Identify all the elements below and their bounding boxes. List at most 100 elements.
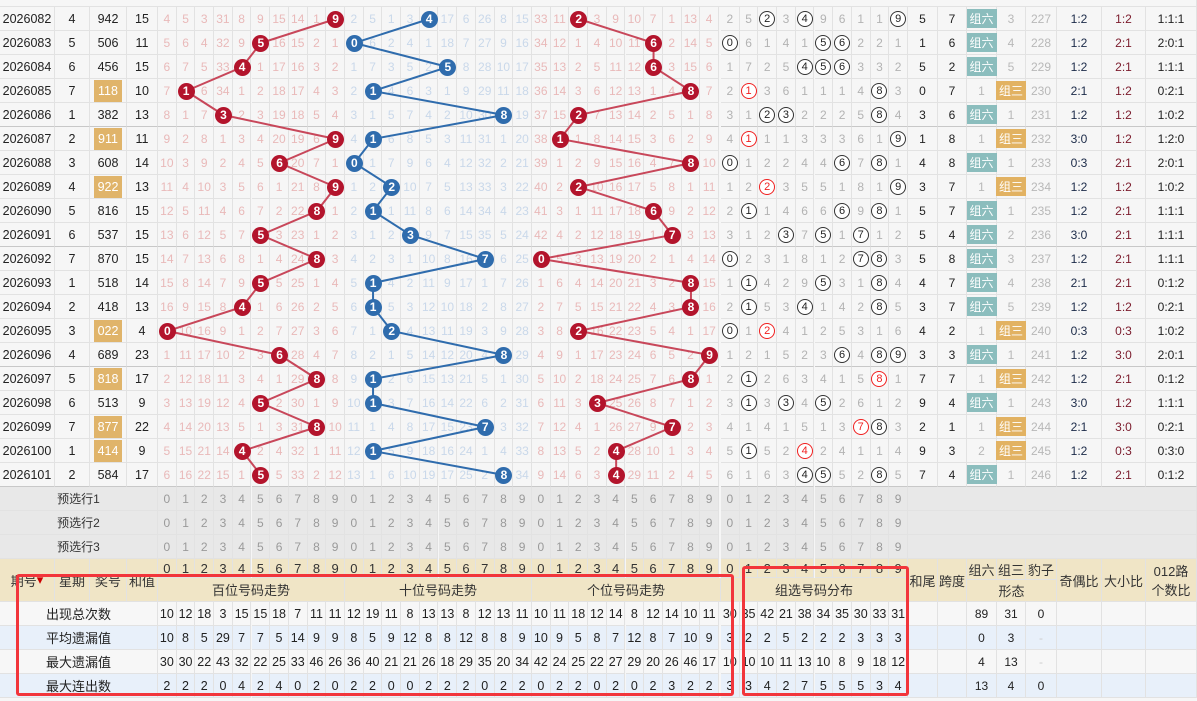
preselect-digit[interactable]: 8 <box>870 511 890 535</box>
preselect-digit[interactable]: 9 <box>889 511 908 535</box>
row-issue[interactable]: 2026084 <box>0 55 55 79</box>
row-issue[interactable]: 2026086 <box>0 103 55 127</box>
preselect-digit[interactable]: 0 <box>721 511 740 535</box>
preselect-digit[interactable]: 6 <box>457 511 476 535</box>
preselect-digit[interactable]: 3 <box>777 511 796 535</box>
preselect-digit[interactable]: 0 <box>532 535 551 559</box>
row-issue[interactable]: 2026096 <box>0 343 55 367</box>
preselect-digit[interactable]: 3 <box>214 487 233 511</box>
preselect-digit[interactable]: 9 <box>326 535 345 559</box>
preselect-digit[interactable]: 8 <box>870 487 890 511</box>
preselect-digit[interactable]: 1 <box>739 511 759 535</box>
preselect-digit[interactable]: 2 <box>382 535 402 559</box>
preselect-digit[interactable]: 5 <box>251 487 271 511</box>
preselect-digit[interactable]: 3 <box>588 511 607 535</box>
preselect-digit[interactable]: 7 <box>475 487 495 511</box>
preselect-digit[interactable]: 1 <box>739 487 759 511</box>
preselect-digit[interactable]: 9 <box>326 511 345 535</box>
preselect-digit[interactable]: 3 <box>401 511 420 535</box>
row-issue[interactable]: 2026095 <box>0 319 55 343</box>
preselect-digit[interactable]: 5 <box>251 511 271 535</box>
preselect-digit[interactable]: 0 <box>345 487 364 511</box>
preselect-digit[interactable]: 1 <box>550 487 570 511</box>
row-issue[interactable]: 2026093 <box>0 271 55 295</box>
preselect-digit[interactable]: 3 <box>588 535 607 559</box>
preselect-digit[interactable]: 8 <box>307 487 327 511</box>
preselect-digit[interactable]: 2 <box>195 535 215 559</box>
preselect-digit[interactable]: 8 <box>307 511 327 535</box>
preselect-digit[interactable]: 5 <box>438 487 458 511</box>
preselect-digit[interactable]: 2 <box>758 535 778 559</box>
preselect-digit[interactable]: 5 <box>625 511 645 535</box>
preselect-digit[interactable]: 9 <box>700 535 719 559</box>
preselect-digit[interactable]: 3 <box>214 535 233 559</box>
preselect-digit[interactable]: 8 <box>494 511 514 535</box>
preselect-digit[interactable]: 8 <box>494 535 514 559</box>
preselect-digit[interactable]: 6 <box>833 511 852 535</box>
preselect-digit[interactable]: 0 <box>345 535 364 559</box>
preselect-digit[interactable]: 2 <box>195 487 215 511</box>
preselect-digit[interactable]: 1 <box>550 535 570 559</box>
preselect-digit[interactable]: 9 <box>513 535 532 559</box>
preselect-digit[interactable]: 3 <box>588 487 607 511</box>
preselect-digit[interactable]: 6 <box>270 487 289 511</box>
preselect-digit[interactable]: 8 <box>870 535 890 559</box>
preselect-digit[interactable]: 3 <box>401 487 420 511</box>
preselect-digit[interactable]: 6 <box>457 487 476 511</box>
preselect-digit[interactable]: 7 <box>851 487 871 511</box>
preselect-digit[interactable]: 9 <box>700 511 719 535</box>
preselect-digit[interactable]: 3 <box>401 535 420 559</box>
preselect-digit[interactable]: 5 <box>625 535 645 559</box>
preselect-digit[interactable]: 2 <box>758 511 778 535</box>
header-issue[interactable]: 期号▾ <box>0 559 55 602</box>
row-issue[interactable]: 2026098 <box>0 391 55 415</box>
preselect-digit[interactable]: 4 <box>795 511 815 535</box>
preselect-digit[interactable]: 7 <box>288 487 308 511</box>
preselect-digit[interactable]: 6 <box>833 535 852 559</box>
preselect-digit[interactable]: 4 <box>606 487 626 511</box>
preselect-digit[interactable]: 9 <box>326 487 345 511</box>
row-issue[interactable]: 2026090 <box>0 199 55 223</box>
preselect-digit[interactable]: 4 <box>419 535 439 559</box>
preselect-digit[interactable]: 7 <box>475 535 495 559</box>
row-issue[interactable]: 2026082 <box>0 7 55 31</box>
preselect-digit[interactable]: 0 <box>721 535 740 559</box>
row-issue[interactable]: 2026100 <box>0 439 55 463</box>
row-issue[interactable]: 2026094 <box>0 295 55 319</box>
row-issue[interactable]: 2026088 <box>0 151 55 175</box>
preselect-digit[interactable]: 8 <box>681 535 701 559</box>
preselect-digit[interactable]: 5 <box>814 487 834 511</box>
preselect-digit[interactable]: 0 <box>721 487 740 511</box>
preselect-digit[interactable]: 1 <box>176 535 196 559</box>
preselect-digit[interactable]: 4 <box>232 487 252 511</box>
preselect-digit[interactable]: 9 <box>889 535 908 559</box>
preselect-digit[interactable]: 0 <box>532 487 551 511</box>
preselect-digit[interactable]: 0 <box>345 511 364 535</box>
preselect-digit[interactable]: 4 <box>419 511 439 535</box>
row-issue[interactable]: 2026089 <box>0 175 55 199</box>
preselect-digit[interactable]: 2 <box>758 487 778 511</box>
row-issue[interactable]: 2026092 <box>0 247 55 271</box>
preselect-digit[interactable]: 7 <box>662 487 682 511</box>
preselect-digit[interactable]: 2 <box>569 487 589 511</box>
preselect-digit[interactable]: 5 <box>251 535 271 559</box>
preselect-digit[interactable]: 7 <box>662 535 682 559</box>
preselect-digit[interactable]: 1 <box>363 535 383 559</box>
row-issue[interactable]: 2026097 <box>0 367 55 391</box>
preselect-digit[interactable]: 6 <box>833 487 852 511</box>
row-issue[interactable]: 2026101 <box>0 463 55 487</box>
preselect-digit[interactable]: 0 <box>532 511 551 535</box>
preselect-digit[interactable]: 7 <box>851 535 871 559</box>
preselect-digit[interactable]: 5 <box>438 535 458 559</box>
preselect-digit[interactable]: 4 <box>606 535 626 559</box>
preselect-digit[interactable]: 4 <box>419 487 439 511</box>
row-issue[interactable]: 2026087 <box>0 127 55 151</box>
preselect-digit[interactable]: 2 <box>569 511 589 535</box>
preselect-digit[interactable]: 6 <box>644 535 663 559</box>
preselect-digit[interactable]: 8 <box>681 511 701 535</box>
preselect-digit[interactable]: 7 <box>475 511 495 535</box>
preselect-digit[interactable]: 0 <box>158 487 177 511</box>
preselect-digit[interactable]: 5 <box>625 487 645 511</box>
preselect-digit[interactable]: 8 <box>307 535 327 559</box>
preselect-digit[interactable]: 5 <box>814 511 834 535</box>
